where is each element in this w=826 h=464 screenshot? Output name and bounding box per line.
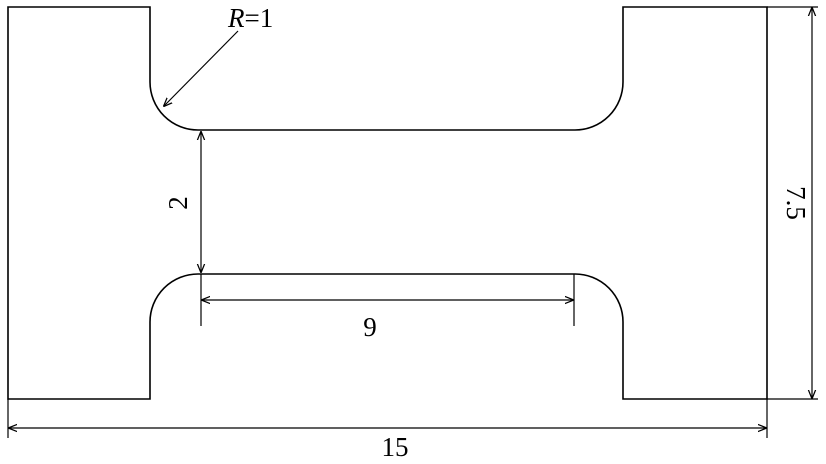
radius-symbol: R <box>227 3 245 33</box>
specimen-outline <box>7 6 768 400</box>
overall-height-label: 7.5 <box>781 186 811 220</box>
gauge-width-label: 2 <box>163 196 193 210</box>
gauge-length-label: 9 <box>363 312 377 342</box>
overall-length-label: 15 <box>382 432 409 462</box>
radius-label: R=1 <box>227 3 273 33</box>
radius-leader <box>164 30 239 106</box>
radius-value: =1 <box>245 3 274 33</box>
